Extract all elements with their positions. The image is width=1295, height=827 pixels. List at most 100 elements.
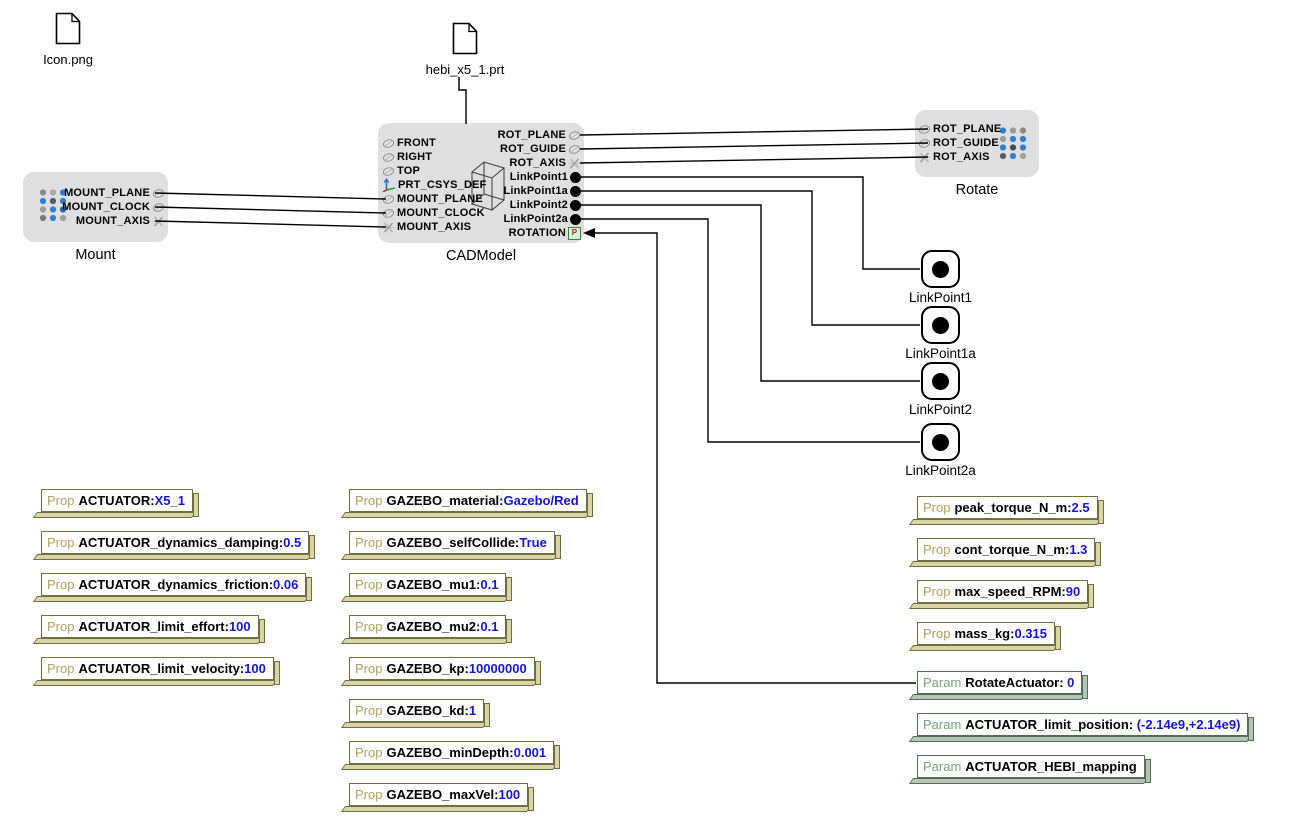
wire-rot-guide[interactable] — [579, 142, 929, 150]
node-linkpoint1[interactable]: LinkPoint1 — [909, 250, 972, 305]
axis-icon — [382, 221, 395, 234]
grid-dots-icon — [999, 127, 1027, 160]
node-mount[interactable]: MOUNT_PLANE MOUNT_CLOCK MOUNT_AXIS Mount — [23, 172, 168, 263]
wire-mount-axis[interactable] — [154, 220, 387, 228]
port-mount-axis-out[interactable]: MOUNT_AXIS — [76, 214, 165, 228]
point-icon — [932, 316, 949, 334]
port-prt-csys-def[interactable]: PRT_CSYS_DEF — [382, 178, 487, 192]
prop-kind-label: Prop — [355, 577, 383, 592]
port-front[interactable]: FRONT — [382, 136, 436, 150]
port-label: MOUNT_PLANE — [64, 187, 150, 199]
wire-rotation-param[interactable] — [594, 232, 916, 684]
plane-icon — [382, 208, 395, 219]
node-title: LinkPoint2 — [908, 402, 973, 417]
prop-value: 100 — [498, 787, 521, 802]
wire-file-to-cadmodel[interactable] — [458, 77, 467, 124]
port-top[interactable]: TOP — [382, 164, 420, 178]
wire-mount-clock[interactable] — [154, 206, 387, 214]
prop-kind-label: Prop — [47, 493, 75, 508]
wire-linkpoint2[interactable] — [580, 204, 920, 382]
wire-rot-plane[interactable] — [579, 128, 929, 136]
wire-linkpoint1[interactable] — [580, 176, 920, 270]
file-label: hebi_x5_1.prt — [425, 62, 505, 77]
port-linkpoint2[interactable]: LinkPoint2 — [510, 198, 581, 212]
port-rotation[interactable]: ROTATION P — [509, 226, 581, 240]
port-linkpoint1[interactable]: LinkPoint1 — [510, 170, 581, 184]
node-rotate[interactable]: ROT_PLANE ROT_GUIDE ROT_AXIS Rotate — [915, 110, 1039, 198]
prop-value: 100 — [228, 619, 251, 634]
port-mount-axis-in[interactable]: MOUNT_AXIS — [382, 220, 471, 234]
file-node-hebi-prt[interactable]: hebi_x5_1.prt — [425, 22, 505, 77]
wire-linkpoint2a[interactable] — [580, 218, 920, 443]
node-linkpoint1a[interactable]: LinkPoint1a — [905, 306, 976, 361]
node-title: LinkPoint1a — [905, 346, 976, 361]
port-rot-axis-out[interactable]: ROT_AXIS — [509, 156, 581, 170]
port-label: ROT_GUIDE — [500, 143, 566, 155]
port-rot-guide-out[interactable]: ROT_GUIDE — [500, 142, 581, 156]
port-linkpoint1a[interactable]: LinkPoint1a — [503, 184, 581, 198]
plane-icon — [152, 188, 165, 199]
port-rot-guide-in[interactable]: ROT_GUIDE — [918, 136, 999, 150]
port-rot-plane-out[interactable]: ROT_PLANE — [498, 128, 581, 142]
node-linkpoint2a[interactable]: LinkPoint2a — [905, 423, 976, 478]
port-label: LinkPoint1a — [503, 185, 568, 197]
plane-icon — [568, 144, 581, 155]
plane-icon — [152, 202, 165, 213]
wire-linkpoint1a[interactable] — [580, 190, 920, 326]
port-label: RIGHT — [397, 151, 433, 163]
prop-kind-label: Prop — [47, 661, 75, 676]
port-mount-clock-in[interactable]: MOUNT_CLOCK — [382, 206, 485, 220]
wire-rot-axis[interactable] — [579, 156, 929, 164]
port-label: MOUNT_AXIS — [75, 215, 150, 227]
plane-icon — [382, 194, 395, 205]
plane-icon — [382, 138, 395, 149]
param-name: ACTUATOR_HEBI_mapping — [965, 759, 1137, 774]
port-label: MOUNT_CLOCK — [397, 207, 485, 219]
plane-icon — [918, 138, 931, 149]
file-node-icon-png[interactable]: Icon.png — [40, 12, 96, 67]
prop-name: GAZEBO_maxVel — [386, 787, 495, 802]
point-icon — [932, 260, 949, 278]
axis-icon — [918, 151, 931, 164]
port-mount-plane-in[interactable]: MOUNT_PLANE — [382, 192, 483, 206]
node-linkpoint2[interactable]: LinkPoint2 — [909, 362, 972, 417]
cad-cube-icon — [470, 161, 506, 212]
port-mount-plane-out[interactable]: MOUNT_PLANE — [64, 186, 165, 200]
param-kind-label: Param — [923, 717, 962, 732]
node-cadmodel[interactable]: FRONT RIGHT TOP PRT_CSYS_DEF MOUNT_PLANE… — [378, 123, 584, 264]
axis-icon — [152, 215, 165, 228]
prop-kind-label: Prop — [355, 661, 383, 676]
point-icon — [932, 433, 949, 451]
port-mount-clock-out[interactable]: MOUNT_CLOCK — [62, 200, 165, 214]
port-right[interactable]: RIGHT — [382, 150, 432, 164]
wire-mount-plane[interactable] — [154, 192, 387, 200]
port-rot-axis-in[interactable]: ROT_AXIS — [918, 150, 990, 164]
plane-icon — [382, 152, 395, 163]
port-rot-plane-in[interactable]: ROT_PLANE — [918, 122, 1001, 136]
prop-kind-label: Prop — [923, 500, 951, 515]
port-linkpoint2a[interactable]: LinkPoint2a — [503, 212, 581, 226]
port-label: MOUNT_AXIS — [397, 221, 472, 233]
